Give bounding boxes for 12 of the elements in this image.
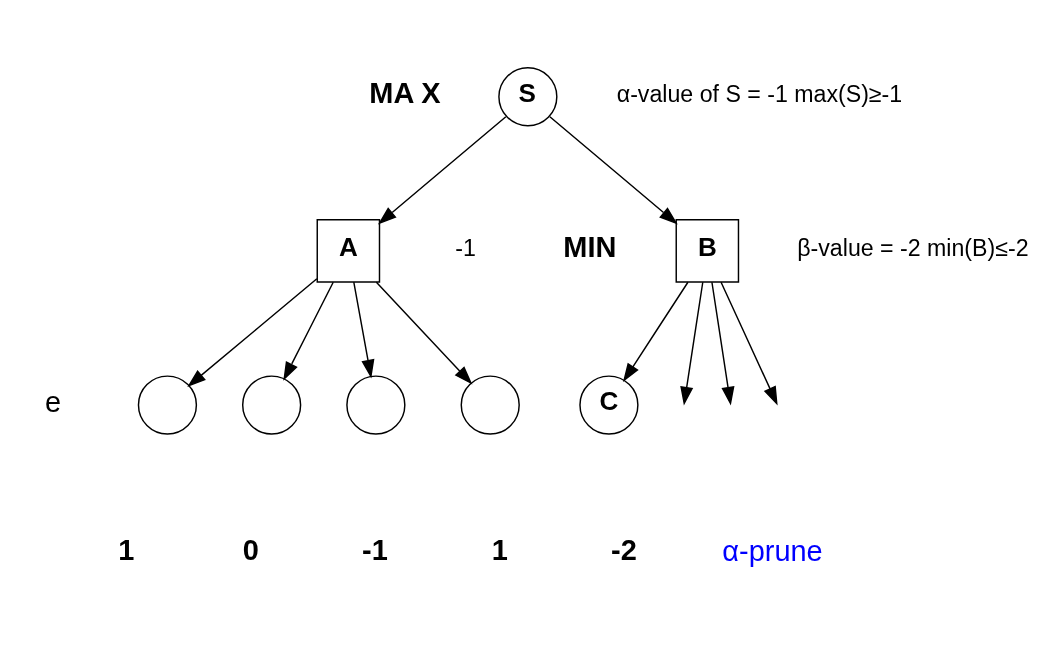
- node-label: α-value of S = -1 max(S)≥-1: [616, 81, 903, 108]
- node-label: 1: [118, 533, 135, 566]
- label: α-prune: [722, 535, 823, 568]
- node-label: -1: [455, 235, 476, 262]
- node-label: 0: [242, 533, 259, 566]
- node-label: -2: [611, 533, 637, 566]
- node-label: 1: [491, 533, 508, 566]
- node-label: β-value = -2 min(B)≤-2: [797, 235, 1029, 262]
- label: MIN: [563, 230, 617, 263]
- label: e: [45, 386, 62, 419]
- node-label: -1: [362, 533, 388, 566]
- label: MA X: [369, 76, 441, 109]
